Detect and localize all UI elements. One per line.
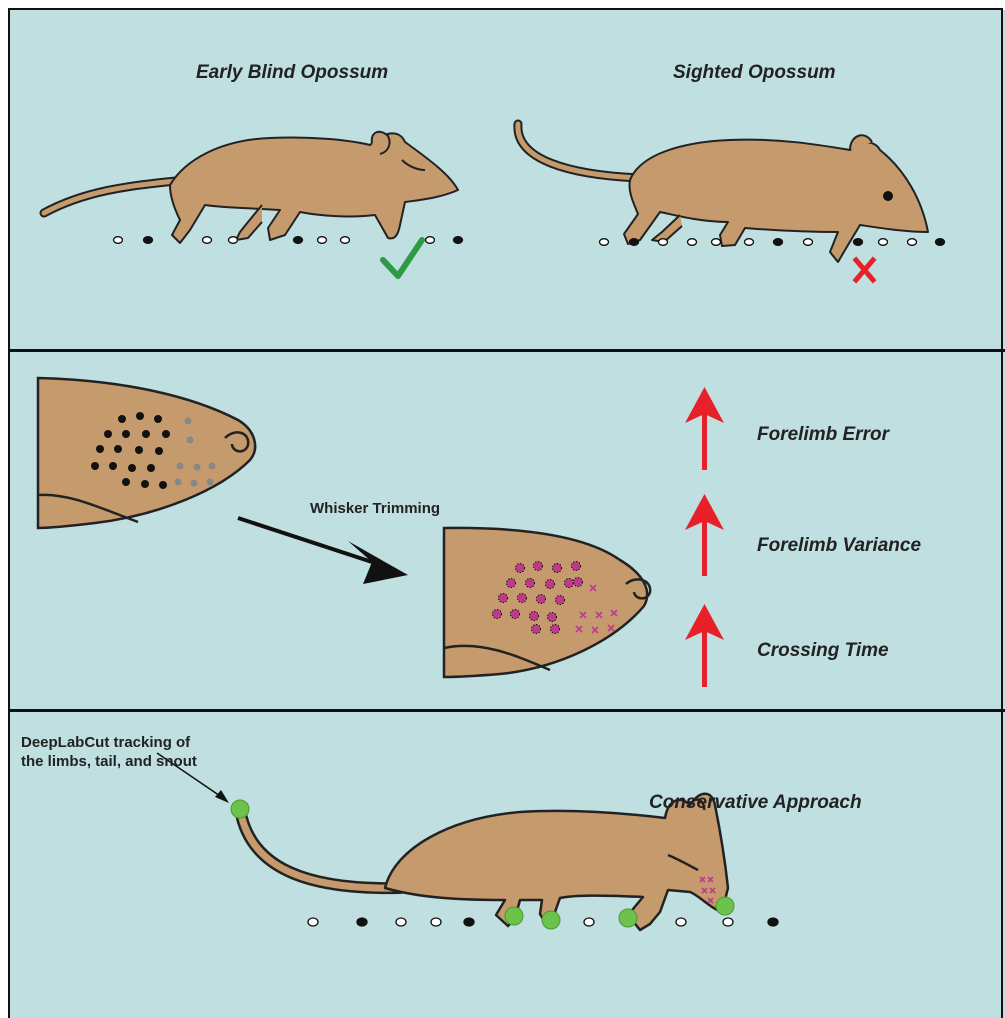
up-arrow-icon: [685, 494, 724, 576]
approach-opossum: [240, 794, 728, 930]
measure-crossing-time: Crossing Time: [757, 640, 889, 662]
up-arrow-icon: [685, 387, 724, 470]
snout-marker: [716, 897, 734, 915]
title-sighted: Sighted Opossum: [673, 62, 836, 84]
conservative-approach-title: Conservative Approach: [649, 792, 862, 814]
up-arrows: [685, 387, 724, 687]
hindlimb-marker-1: [505, 907, 523, 925]
x-mark-icon: [856, 260, 873, 280]
tail-marker: [231, 800, 249, 818]
whisker-trimming-label: Whisker Trimming: [310, 500, 440, 517]
measure-forelimb-error: Forelimb Error: [757, 424, 889, 446]
snout-trimmed: [444, 528, 650, 677]
blind-opossum: [44, 132, 458, 243]
snout-intact: [38, 378, 255, 528]
measure-forelimb-variance: Forelimb Variance: [757, 535, 921, 557]
tracking-note: DeepLabCut tracking of the limbs, tail, …: [21, 733, 197, 771]
forelimb-marker: [619, 909, 637, 927]
sighted-opossum: [518, 124, 928, 262]
check-mark-icon: [383, 240, 422, 276]
tracking-note-line2: the limbs, tail, and snout: [21, 752, 197, 771]
blind-track-dots: [114, 237, 463, 244]
tracking-note-line1: DeepLabCut tracking of: [21, 733, 197, 752]
trimming-arrow: [238, 518, 408, 584]
up-arrow-icon: [685, 604, 724, 687]
title-early-blind: Early Blind Opossum: [196, 62, 388, 84]
pointer-arrowhead: [215, 790, 229, 803]
hindlimb-marker-2: [542, 911, 560, 929]
